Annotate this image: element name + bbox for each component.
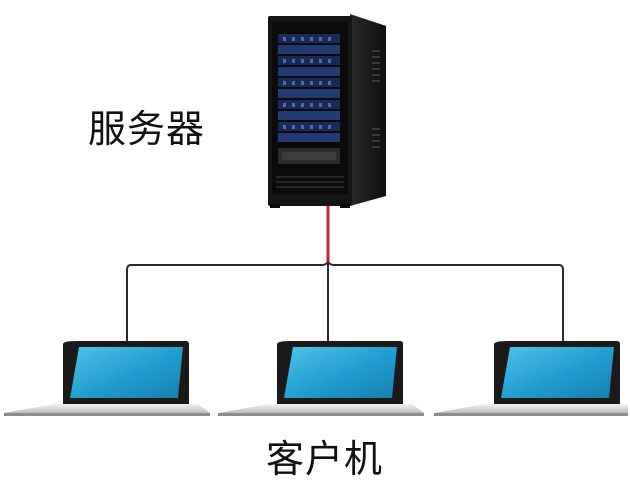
client-label: 客户机: [266, 437, 384, 481]
server-rack-icon: [268, 14, 386, 208]
laptop-icon: [434, 341, 628, 416]
cable-to-client-3: [327, 261, 564, 342]
cable-to-client-1: [126, 261, 329, 342]
network-links: [126, 206, 564, 343]
laptop-icon: [218, 341, 424, 416]
server-label: 服务器: [88, 107, 206, 151]
laptop-icon: [4, 341, 210, 416]
